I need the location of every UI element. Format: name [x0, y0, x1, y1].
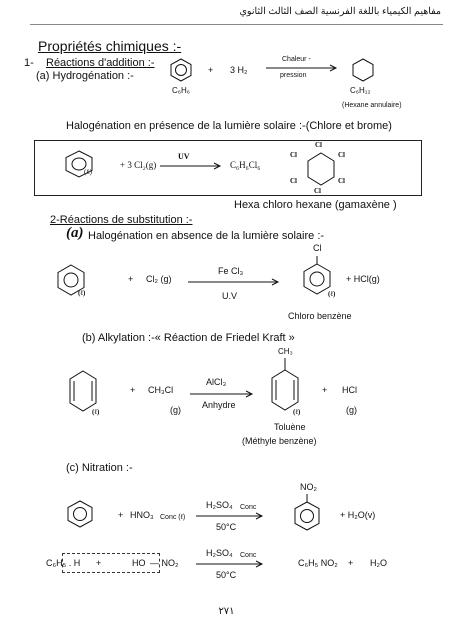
cyclohexane-name: (Hexane annulaire) — [342, 102, 402, 109]
nitration-heading: (c) Nitration :- — [66, 462, 133, 474]
alkylation-heading: (b) Alkylation :-« Réaction de Friedel K… — [82, 332, 295, 344]
eq2-benzene: C₆H₅ . H — [46, 558, 81, 568]
section1-heading: Réactions d'addition :- — [46, 57, 155, 69]
plus-sign-3: + — [130, 385, 136, 395]
liquid-label-3: (ℓ) — [328, 290, 336, 298]
nitration-arrow — [196, 512, 264, 520]
condition-pressure: pression — [280, 72, 307, 79]
conc-label: Conc — [240, 504, 257, 511]
halogenation-dark-heading: Halogénation en absence de la lumière so… — [88, 230, 325, 242]
hcl-product: + HCl(g) — [346, 274, 380, 284]
eq2-conc-label: Conc — [240, 552, 257, 559]
eq2-dashed-box — [62, 553, 160, 573]
cyclohexane-formula: C₆H₁₂ — [350, 86, 371, 95]
cl-top: Cl — [315, 141, 322, 149]
benzene-ring-kekule — [69, 370, 97, 412]
toluene-name: Toluène — [274, 422, 306, 432]
toluene-ring — [271, 358, 299, 411]
substitution-heading: 2-Réactions de substitution :- — [50, 214, 193, 226]
reaction-arrow — [266, 64, 338, 72]
uv-condition: UV — [178, 152, 190, 161]
cl-bottom-left: Cl — [290, 177, 297, 185]
eq2-plus: + — [96, 558, 102, 568]
liquid-label-2: (ℓ) — [78, 289, 86, 297]
plus-sign-5: + — [118, 510, 124, 520]
hexachlorocyclohexane-ring — [307, 152, 335, 186]
eq2-arrow — [196, 560, 264, 568]
eq2-water: H₂O — [370, 558, 387, 568]
eq2-sulfuric-acid: H₂SO₄ — [206, 548, 233, 558]
section1-number: 1- — [24, 57, 34, 69]
substitution-a-letter: (a) — [66, 225, 84, 241]
cl-top-left: Cl — [290, 151, 297, 159]
cyclohexane-ring — [352, 58, 374, 82]
anhydrous-condition: Anhydre — [202, 400, 236, 410]
benzene-ring-gamaxene — [65, 150, 93, 178]
sulfuric-acid: H₂SO₄ — [206, 500, 233, 510]
page-header: مفاهيم الكيمياء باللغة الفرنسية الصف الث… — [239, 6, 441, 17]
liquid-label-4: (ℓ) — [92, 408, 100, 416]
uv-condition-2: U.V — [222, 291, 238, 301]
water-product: + H₂O(v) — [340, 510, 376, 520]
cl-top-right: Cl — [338, 151, 345, 159]
benzene-formula: C₆H₆ — [172, 86, 191, 95]
hcl-product-2: HCl — [342, 385, 357, 395]
chlorine-gas: Cl₂ (g) — [146, 274, 172, 284]
toluene-alt-name: (Méthyle benzène) — [242, 436, 317, 446]
benzene-ring-hydro — [170, 58, 192, 82]
page-number: ٢٧١ — [218, 606, 235, 617]
eq2-nitro: — NO₂ — [150, 558, 179, 568]
header-divider — [30, 24, 443, 25]
chloro-substituent: Cl — [313, 243, 322, 253]
liquid-label: (ℓ) — [84, 168, 93, 176]
chlorine-reagent: + 3 Cl₂(g) — [120, 160, 157, 170]
hydrogenation-label: (a) Hydrogénation :- — [36, 70, 134, 82]
hexachloro-formula: C₆H₆Cl₆ — [230, 160, 261, 170]
uv-arrow — [160, 162, 222, 170]
nitric-acid: HNO₃ — [130, 510, 154, 520]
chlorobenzene-name: Chloro benzène — [288, 311, 352, 321]
alkylation-arrow — [190, 390, 254, 398]
conc-liquid: Conc (ℓ) — [160, 514, 186, 521]
liquid-label-5: (ℓ) — [293, 408, 301, 416]
hydrogen-reagent: 3 H₂ — [230, 65, 248, 75]
page-title: Propriétés chimiques :- — [38, 38, 182, 54]
eq2-nitrobenzene: C₆H₅ NO₂ — [298, 558, 338, 568]
condition-heat: Chaleur - — [282, 56, 311, 63]
gamaxene-box — [34, 140, 422, 196]
benzene-ring-halogenation — [57, 264, 85, 296]
gamaxene-name: Hexa chloro hexane (gamaxène ) — [234, 199, 397, 211]
nitrobenzene-ring — [294, 494, 320, 531]
eq2-hydroxyl: HO — [132, 558, 146, 568]
gas-state-2: (g) — [346, 405, 357, 415]
plus-sign-4: + — [322, 385, 328, 395]
nitro-group: NO₂ — [300, 482, 317, 492]
eq2-temperature: 50°C — [216, 570, 237, 580]
substitution-arrow — [188, 278, 280, 286]
methyl-group: CH₃ — [278, 347, 293, 356]
plus-sign: + — [208, 65, 214, 75]
temperature: 50°C — [216, 522, 237, 532]
fecl3-catalyst: Fe Cl₃ — [218, 266, 244, 276]
cl-bottom: Cl — [314, 187, 321, 195]
halogenation-light-heading: Halogénation en présence de la lumière s… — [66, 120, 392, 132]
cl-bottom-right: Cl — [338, 177, 345, 185]
benzene-ring-nitration — [67, 500, 93, 528]
methyl-chloride: CH₃Cl — [148, 385, 174, 395]
alcl3-catalyst: AlCl₃ — [206, 377, 227, 387]
chlorobenzene-ring — [303, 256, 331, 295]
gas-state: (g) — [170, 405, 181, 415]
eq2-plus-2: + — [348, 558, 354, 568]
plus-sign-2: + — [128, 274, 134, 284]
